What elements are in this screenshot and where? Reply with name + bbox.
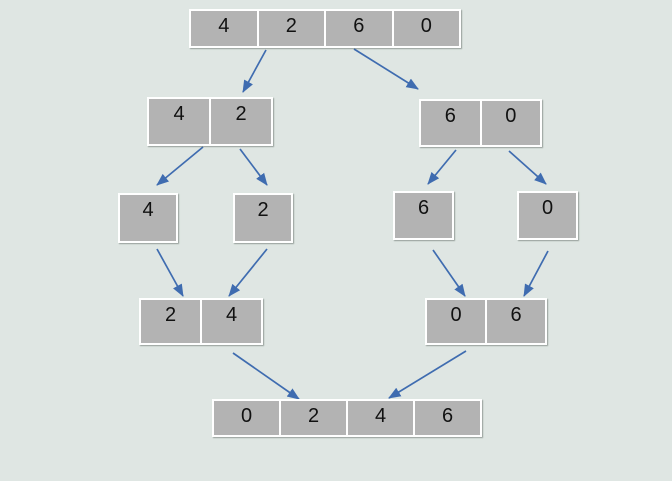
array-box-single-0: 0 — [517, 191, 578, 240]
array-box-split-right: 6 0 — [419, 99, 542, 147]
array-cell: 4 — [348, 401, 413, 435]
merge-arrow-0-to-rightpair — [523, 250, 549, 297]
array-cell: 0 — [214, 401, 279, 435]
array-cell: 4 — [191, 11, 257, 46]
array-cell: 4 — [149, 99, 209, 144]
array-cell: 6 — [326, 11, 392, 46]
array-cell: 4 — [202, 300, 261, 343]
array-cell: 0 — [393, 11, 459, 46]
array-cell: 0 — [519, 193, 576, 238]
array-cell: 6 — [487, 300, 545, 343]
merge-arrow-6-to-rightpair — [432, 249, 466, 297]
split-arrow-rightpair-to-6 — [427, 149, 457, 185]
array-cell: 0 — [481, 101, 540, 145]
split-arrow-rightpair-to-0 — [508, 150, 547, 185]
array-cell: 6 — [421, 101, 480, 145]
merge-arrow-2-to-leftpair — [228, 248, 268, 297]
split-arrow-leftpair-to-4 — [156, 146, 204, 186]
array-cell: 2 — [281, 401, 346, 435]
array-box-single-6: 6 — [393, 191, 454, 240]
merge-arrow-4-to-leftpair — [156, 248, 184, 297]
array-box-merged-right: 0 6 — [425, 298, 547, 345]
array-cell: 6 — [415, 401, 480, 435]
array-cell: 6 — [395, 193, 452, 238]
array-box-merged-left: 2 4 — [139, 298, 263, 345]
array-cell: 2 — [211, 99, 271, 144]
array-box-result: 0 2 4 6 — [212, 399, 482, 437]
array-box-single-4: 4 — [118, 193, 178, 243]
split-arrow-root-to-left-pair — [242, 49, 267, 93]
split-arrow-leftpair-to-2 — [239, 148, 268, 186]
array-cell: 2 — [235, 195, 291, 241]
array-cell: 2 — [141, 300, 200, 343]
array-cell: 2 — [258, 11, 324, 46]
array-cell: 0 — [427, 300, 485, 343]
array-cell: 4 — [120, 195, 176, 241]
array-box-single-2: 2 — [233, 193, 293, 243]
array-box-input: 4 2 6 0 — [189, 9, 461, 48]
merge-arrow-rightpair-to-result — [388, 350, 467, 399]
split-arrow-root-to-right-pair — [353, 48, 419, 90]
array-box-split-left: 4 2 — [147, 97, 273, 146]
merge-arrow-leftpair-to-result — [232, 352, 300, 400]
